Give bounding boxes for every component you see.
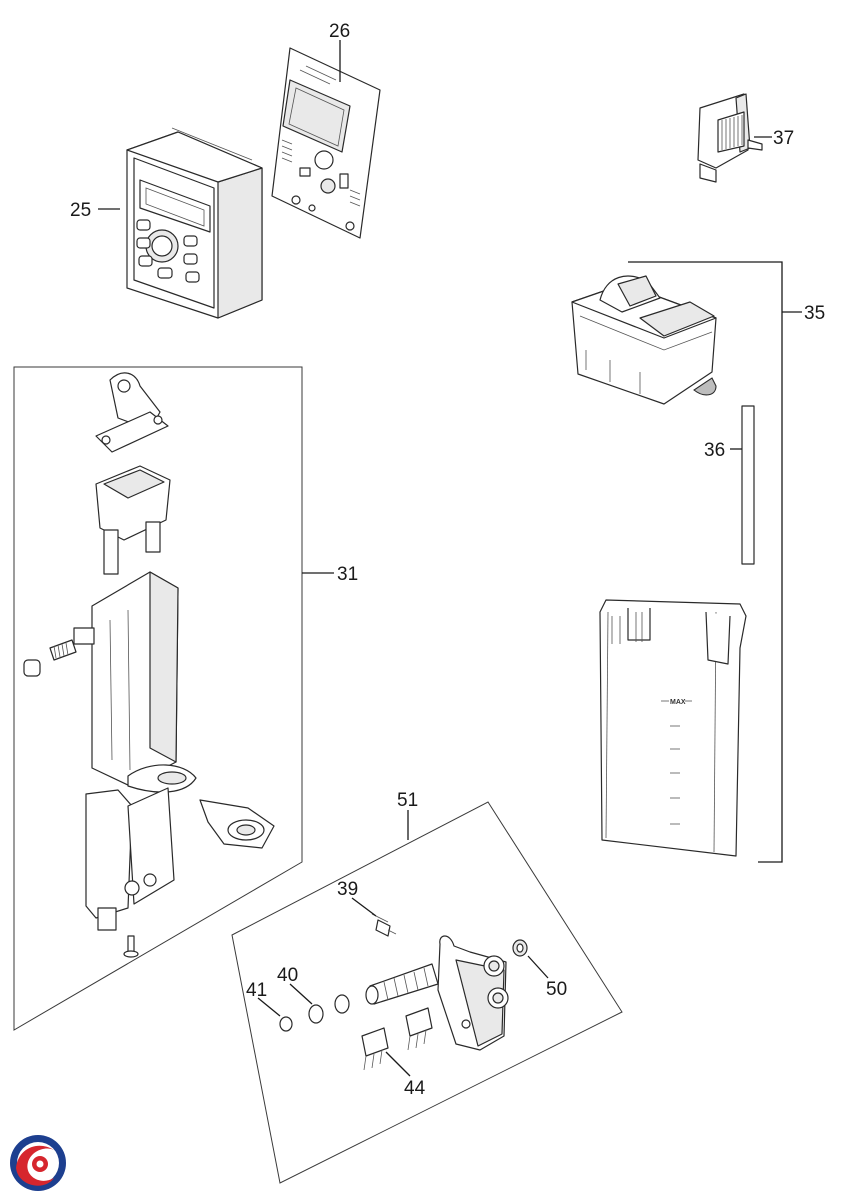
part-51-valve-assembly <box>279 913 528 1071</box>
callout-labels: 25 26 37 35 36 31 51 39 40 41 50 44 <box>70 21 825 1099</box>
frame-31 <box>13 366 303 1031</box>
callout-41: 41 <box>246 980 267 1001</box>
callout-31: 31 <box>337 564 358 585</box>
part-25-control-panel <box>126 127 263 319</box>
max-mark: MAX <box>670 699 686 706</box>
part-26-circuit-board <box>271 47 381 239</box>
part-35-tank-lid <box>571 275 717 405</box>
callout-25: 25 <box>70 200 91 221</box>
callout-50: 50 <box>546 979 567 1000</box>
frame-51 <box>231 801 623 1184</box>
callout-44: 44 <box>404 1078 426 1099</box>
water-tank: MAX <box>599 599 747 857</box>
brand-logo <box>10 1135 66 1191</box>
part-37-outlet-cover <box>697 93 763 183</box>
callout-37: 37 <box>773 128 794 149</box>
part-36-tube <box>741 405 755 565</box>
callout-26: 26 <box>329 21 350 42</box>
bracket-35 <box>628 261 783 863</box>
part-31-assembly <box>23 372 275 958</box>
callout-36: 36 <box>704 440 725 461</box>
callout-35: 35 <box>804 303 825 324</box>
callout-39: 39 <box>337 879 358 900</box>
leader-lines <box>98 40 802 1077</box>
callout-51: 51 <box>397 790 418 811</box>
callout-40: 40 <box>277 965 298 986</box>
